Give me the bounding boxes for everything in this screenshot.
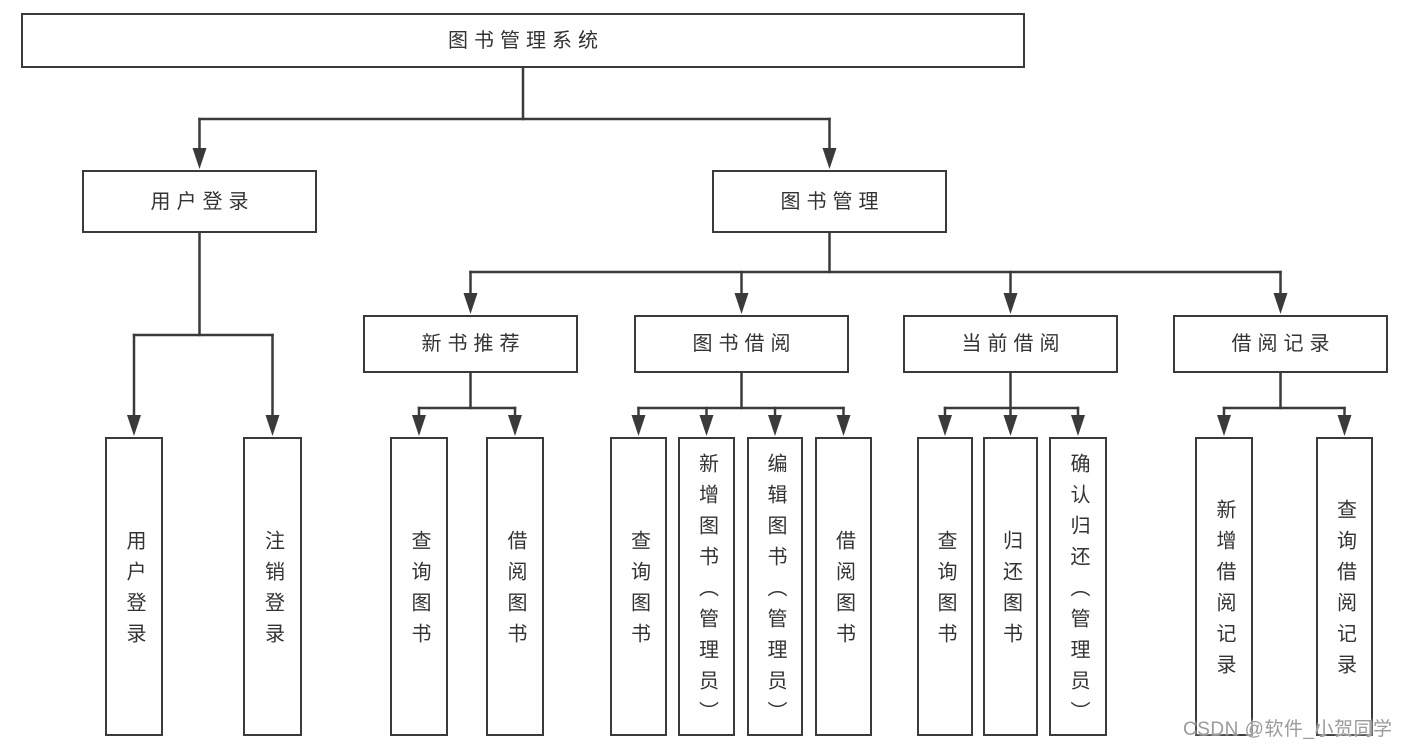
leaf-borrow-book: 借阅图书 (815, 437, 872, 736)
node-label: 图书管理 (780, 190, 885, 213)
leaf-edit-book-admin: 编辑图书（管理员） (747, 437, 803, 736)
node-label: 图书借阅 (692, 333, 797, 355)
leaf-borrow-book-recommend: 借阅图书 (486, 437, 544, 736)
node-label: 归还图书 (999, 530, 1022, 654)
node-label: 注销登录 (261, 530, 284, 654)
node-label: 新增借阅记录 (1213, 499, 1235, 685)
leaf-logout: 注销登录 (243, 437, 302, 736)
node-label: 借阅记录 (1231, 333, 1336, 355)
node-label: 借阅图书 (504, 530, 526, 654)
node-label: 查询图书 (627, 530, 650, 654)
leaf-add-borrow-record: 新增借阅记录 (1195, 437, 1253, 736)
csdn-watermark: CSDN @软件_小贺同学 (1183, 719, 1393, 740)
node-label: 编辑图书（管理员） (764, 452, 786, 732)
node-label: 新书推荐 (421, 333, 526, 355)
leaf-query-borrow-record: 查询借阅记录 (1316, 437, 1373, 736)
node-label: 当前借阅 (961, 333, 1066, 355)
node-label: 查询图书 (934, 530, 956, 654)
node-root-system: 图书管理系统 (21, 13, 1025, 68)
leaf-query-book-borrow: 查询图书 (610, 437, 667, 736)
node-label: 用户登录 (150, 190, 255, 213)
node-book-management: 图书管理 (712, 170, 947, 233)
node-label: 图书管理系统 (448, 29, 604, 52)
node-label: 确认归还（管理员） (1067, 452, 1089, 732)
node-label: 用户登录 (123, 530, 145, 654)
node-label: 查询借阅记录 (1333, 499, 1356, 685)
leaf-query-book-recommend: 查询图书 (390, 437, 448, 736)
node-label: 借阅图书 (832, 530, 855, 654)
leaf-query-book-current: 查询图书 (917, 437, 973, 736)
node-user-login: 用户登录 (82, 170, 317, 233)
node-book-borrow: 图书借阅 (634, 315, 849, 373)
leaf-return-book: 归还图书 (983, 437, 1038, 736)
node-label: 新增图书（管理员） (695, 452, 718, 732)
node-new-book-recommend: 新书推荐 (363, 315, 578, 373)
node-current-borrow: 当前借阅 (903, 315, 1118, 373)
leaf-confirm-return-admin: 确认归还（管理员） (1049, 437, 1107, 736)
leaf-add-book-admin: 新增图书（管理员） (678, 437, 735, 736)
node-label: 查询图书 (408, 530, 430, 654)
node-borrow-records: 借阅记录 (1173, 315, 1388, 373)
leaf-user-login: 用户登录 (105, 437, 163, 736)
